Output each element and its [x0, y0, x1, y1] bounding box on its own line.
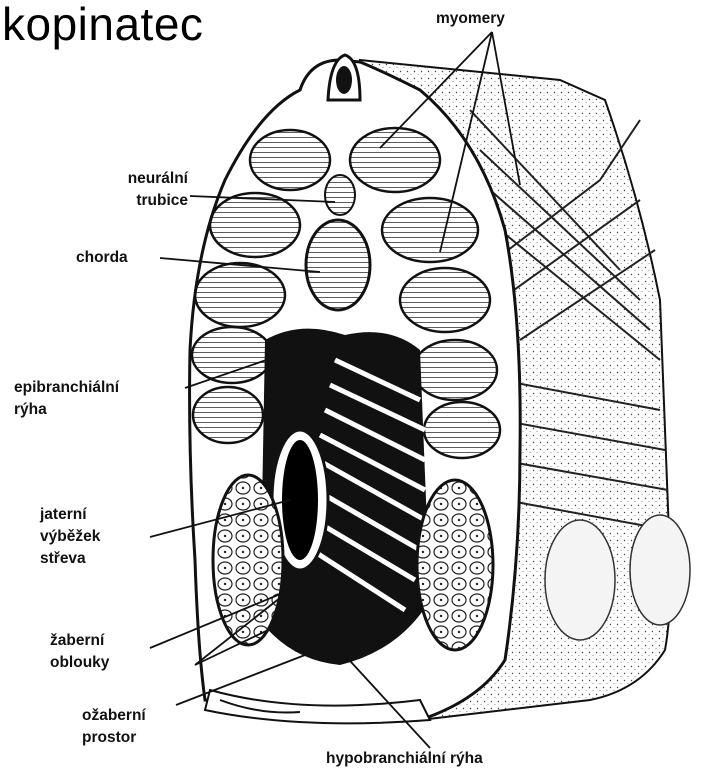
label-neural-tube-line2: trubice: [100, 190, 188, 212]
label-neural-tube-line1: neurální: [100, 168, 188, 190]
label-hypobranchial-groove: hypobranchiální rýha: [326, 748, 483, 770]
label-liver-line2: výběžek: [40, 526, 100, 548]
label-epibranchial-line2: rýha: [14, 399, 119, 421]
page-title: kopinatec: [2, 0, 203, 48]
left-gonad: [213, 475, 283, 645]
chorda-shape: [306, 220, 370, 310]
label-gill-bars-line1: žaberní: [50, 630, 109, 652]
label-myomery: myomery: [436, 8, 505, 30]
label-gill-bars: žaberní oblouky: [50, 630, 109, 674]
label-atrial-cavity-line2: prostor: [82, 727, 146, 749]
label-epibranchial-groove: epibranchiální rýha: [14, 377, 119, 421]
label-gill-bars-line2: oblouky: [50, 652, 109, 674]
label-atrial-cavity-line1: ožaberní: [82, 705, 146, 727]
cross-section: [190, 55, 521, 723]
label-myomery-text: myomery: [436, 8, 505, 30]
label-liver-diverticulum: jaterní výběžek střeva: [40, 504, 100, 570]
label-liver-line1: jaterní: [40, 504, 100, 526]
label-chorda: chorda: [76, 247, 128, 269]
label-chorda-text: chorda: [76, 247, 128, 269]
label-hypobranchial-text: hypobranchiální rýha: [326, 748, 483, 770]
label-atrial-cavity: ožaberní prostor: [82, 705, 146, 749]
label-liver-line3: střeva: [40, 548, 100, 570]
right-gonad: [417, 480, 493, 650]
label-epibranchial-line1: epibranchiální: [14, 377, 119, 399]
neural-tube-shape: [325, 175, 355, 215]
label-neural-tube: neurální trubice: [100, 168, 188, 212]
